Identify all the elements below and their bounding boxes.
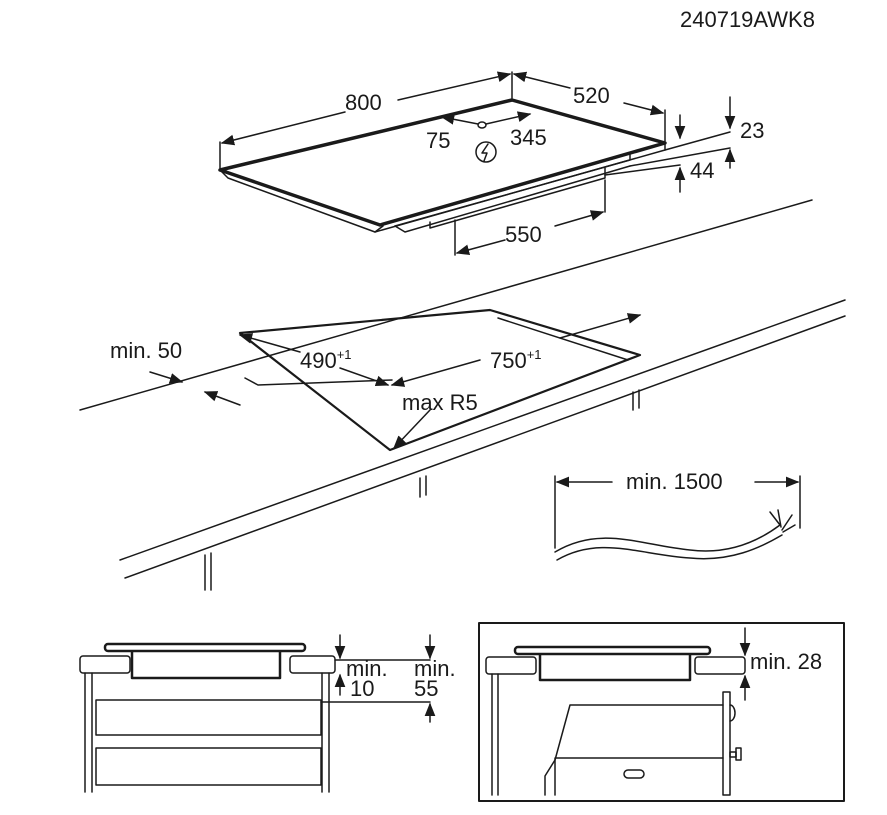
oven-section-drawing: [478, 622, 845, 802]
total-height-label: 23: [740, 118, 764, 143]
cutout-depth-label: 490+1: [300, 347, 352, 373]
min-10-label-line1: min.: [346, 656, 388, 681]
min-55-label-line1: min.: [414, 656, 456, 681]
document-code: 240719AWK8: [680, 7, 815, 32]
hob-drawing: [218, 71, 736, 256]
cable-length-label: min. 1500: [626, 469, 723, 494]
body-height-label: 44: [690, 158, 714, 183]
connection-left-label: 75: [426, 128, 450, 153]
body-width-label: 550: [505, 222, 542, 247]
min-10-label-line2: 10: [350, 676, 374, 701]
countertop-drawing: [79, 199, 846, 591]
electrical-connection-icon: [475, 141, 497, 163]
hob-depth-label: 520: [573, 83, 610, 108]
min-55-label-line2: 55: [414, 676, 438, 701]
connection-right-label: 345: [510, 125, 547, 150]
min-28-label: min. 28: [750, 649, 822, 674]
corner-radius-label: max R5: [402, 390, 478, 415]
cutout-width-label: 750+1: [490, 347, 542, 373]
hob-width-label: 800: [345, 90, 382, 115]
drawer-section-drawing: [79, 634, 436, 793]
min-edge-label: min. 50: [110, 338, 182, 363]
cable-drawing: [554, 475, 801, 561]
